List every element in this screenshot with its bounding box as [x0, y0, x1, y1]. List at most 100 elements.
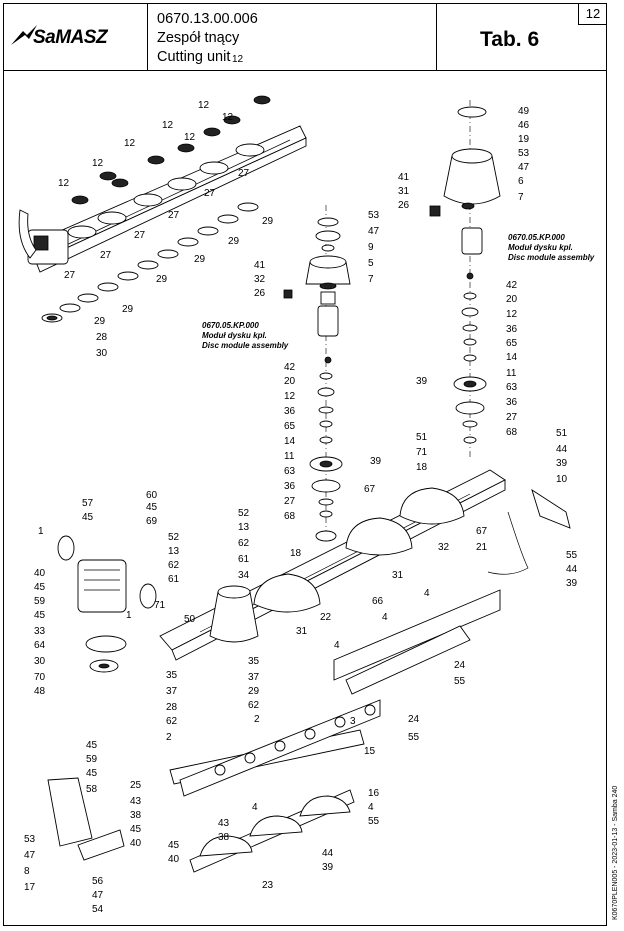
- callout: 49: [518, 106, 530, 117]
- drawing-frame: [3, 3, 607, 926]
- callout: 51: [416, 432, 428, 443]
- callout: 10: [556, 474, 568, 485]
- bar-discs: [67, 143, 265, 239]
- callout: 31: [392, 570, 404, 581]
- callout: 56: [92, 876, 104, 887]
- callout: 50: [184, 614, 196, 625]
- callout: 12: [184, 132, 196, 143]
- callout: 29: [94, 316, 106, 327]
- callout: 4: [424, 588, 430, 599]
- callout: 47: [518, 162, 530, 173]
- callout: 18: [416, 462, 428, 473]
- part-number: 0670.13.00.006: [157, 11, 258, 27]
- callout: 12: [58, 178, 70, 189]
- title-text-block: 0670.13.00.006 Zespół tnący Cutting unit: [148, 3, 437, 71]
- tab-block: Tab. 6: [437, 3, 607, 71]
- callout-labels: 12 12 12 12 12 12 12 12 27 27 27 27 27 2…: [24, 54, 595, 915]
- callout: 35: [248, 656, 260, 667]
- callout: 39: [370, 456, 382, 467]
- callout: 17: [24, 882, 36, 893]
- callout: 45: [86, 768, 98, 779]
- brand-name: SaMASZ: [33, 27, 108, 48]
- callout: 9: [368, 242, 374, 253]
- callout: 68: [284, 511, 296, 522]
- callout: 20: [284, 376, 296, 387]
- callout: 62: [238, 538, 250, 549]
- callout: 55: [408, 732, 420, 743]
- callout: 36: [506, 397, 518, 408]
- callout: 55: [566, 550, 578, 561]
- callout: 7: [368, 274, 374, 285]
- callout: 39: [322, 862, 334, 873]
- module-note-en: Disc module assembly: [508, 253, 595, 262]
- callout: 14: [284, 436, 296, 447]
- callout: 47: [368, 226, 380, 237]
- callout: 12: [232, 54, 244, 65]
- callout: 27: [64, 270, 76, 281]
- callout: 45: [34, 582, 46, 593]
- callout: 8: [24, 866, 30, 877]
- callout: 38: [130, 810, 142, 821]
- callout: 27: [100, 250, 112, 261]
- callout: 1: [38, 526, 44, 537]
- callout: 12: [222, 112, 234, 123]
- callout: 4: [368, 802, 374, 813]
- title-english: Cutting unit: [157, 49, 231, 65]
- callout: 59: [86, 754, 98, 765]
- module-note-pl: Moduł dysku kpl.: [202, 331, 267, 340]
- callout: 7: [518, 192, 524, 203]
- callout: 67: [364, 484, 376, 495]
- module-note-pl: Moduł dysku kpl.: [508, 243, 573, 252]
- callout: 13: [238, 522, 250, 533]
- callout: 4: [252, 802, 258, 813]
- tab-label: Tab. 6: [480, 28, 540, 51]
- callout: 45: [168, 840, 180, 851]
- callout: 54: [92, 904, 104, 915]
- callout: 52: [238, 508, 250, 519]
- bar-holes: [214, 704, 376, 776]
- spacer-rings: [41, 202, 259, 323]
- callout: 14: [506, 352, 518, 363]
- top-cutter-bar: [18, 95, 307, 323]
- callout: 28: [96, 332, 108, 343]
- callout: 12: [198, 100, 210, 111]
- callout: 2: [166, 732, 172, 743]
- main-cutter-bar: [57, 469, 506, 673]
- callout: 64: [34, 640, 46, 651]
- callout: 53: [24, 834, 36, 845]
- brand-logo: SaMASZ: [3, 3, 148, 71]
- callout: 45: [82, 512, 94, 523]
- callout: 44: [566, 564, 578, 575]
- callout: 29: [122, 304, 134, 315]
- module-note-code: 0670.05.KP.000: [202, 321, 259, 330]
- right-drum-module: [429, 100, 501, 460]
- callout: 41: [254, 260, 266, 271]
- callout: 27: [506, 412, 518, 423]
- callout: 53: [518, 148, 530, 159]
- callout: 11: [284, 451, 295, 462]
- callout: 55: [454, 676, 466, 687]
- callout: 42: [506, 280, 518, 291]
- callout: 63: [506, 382, 518, 393]
- callout: 28: [166, 702, 178, 713]
- callout: 13: [168, 546, 180, 557]
- right-bracket: [487, 488, 571, 575]
- callout: 38: [218, 832, 230, 843]
- callout: 36: [284, 481, 296, 492]
- callout: 29: [228, 236, 240, 247]
- module-note-en: Disc module assembly: [202, 341, 289, 350]
- callout: 20: [506, 294, 518, 305]
- callout: 48: [34, 686, 46, 697]
- callout: 47: [92, 890, 104, 901]
- callout: 59: [34, 596, 46, 607]
- callout: 39: [416, 376, 428, 387]
- callout: 33: [34, 626, 46, 637]
- callout: 46: [518, 120, 530, 131]
- callout: 44: [556, 444, 568, 455]
- callout: 45: [146, 502, 158, 513]
- callout: 11: [506, 368, 517, 379]
- callout: 30: [96, 348, 108, 359]
- callout: 3: [350, 716, 356, 727]
